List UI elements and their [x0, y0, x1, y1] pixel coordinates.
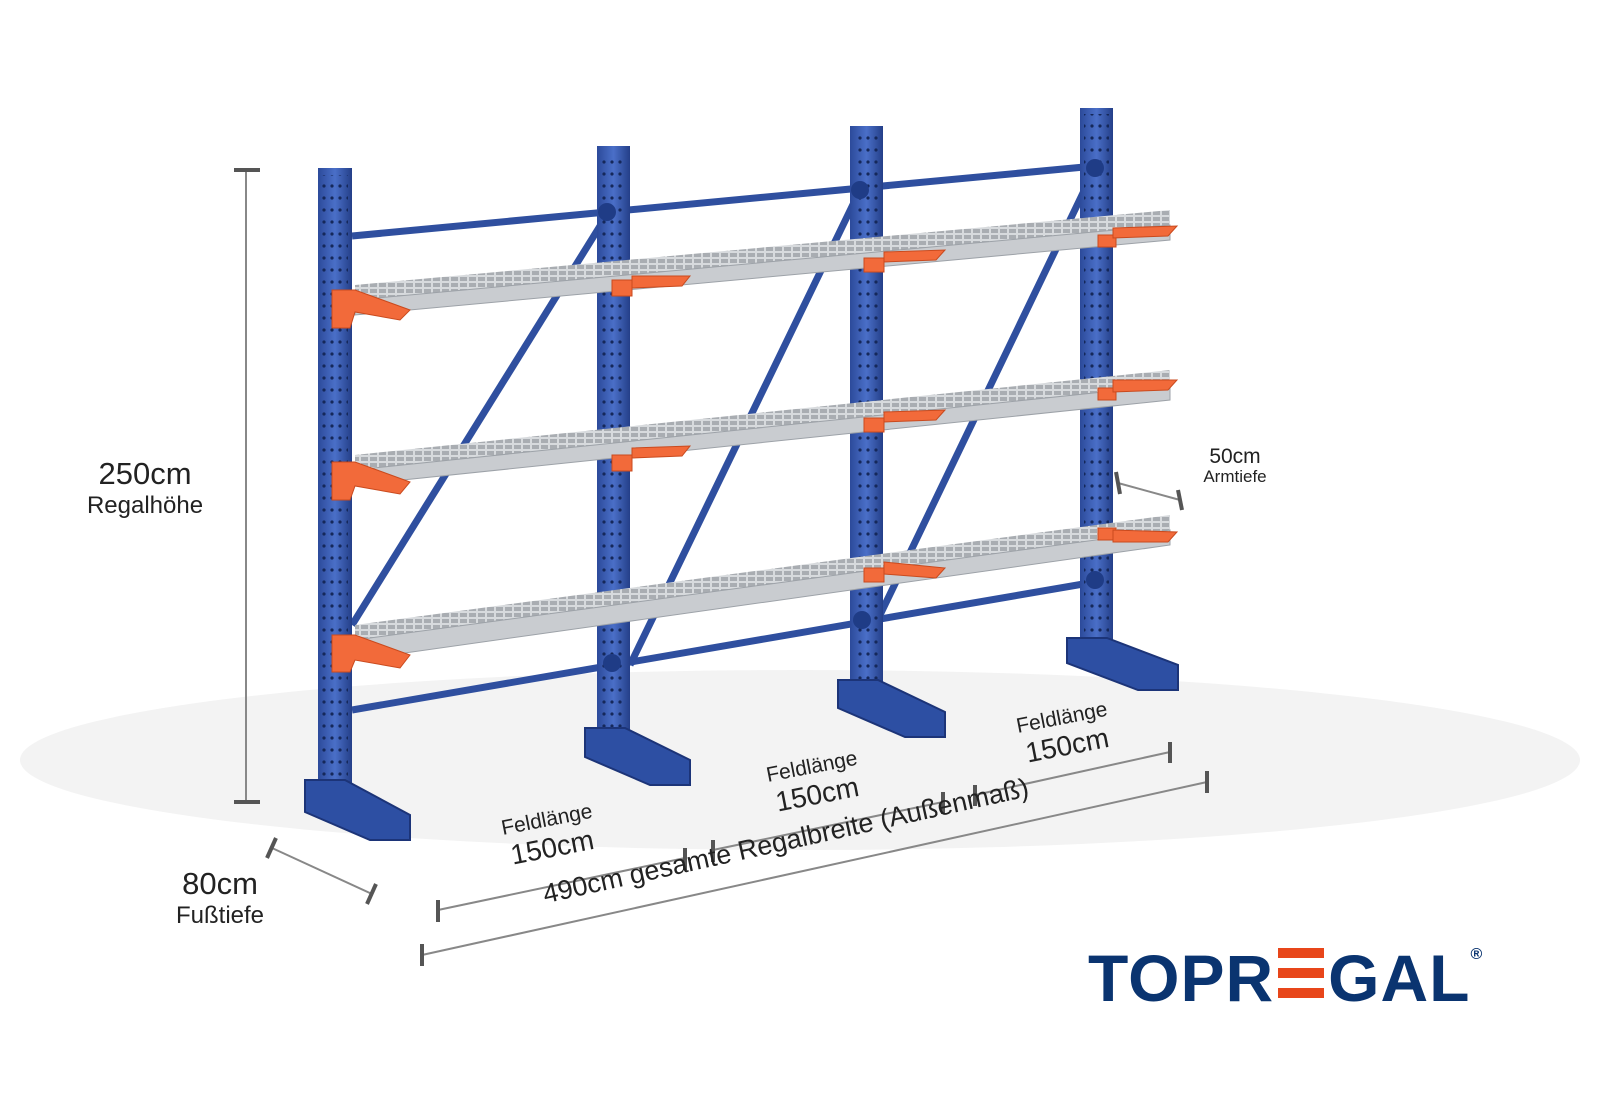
foot-depth-label: Fußtiefe [175, 902, 265, 929]
floor-shadow [20, 670, 1580, 850]
foot-depth-value: 80cm [182, 866, 258, 901]
registered-mark: ® [1470, 946, 1484, 963]
arm-depth-dimension: 50cm Armtiefe [1190, 445, 1280, 487]
dimension-lines [234, 168, 1209, 966]
feet [304, 637, 1179, 841]
foot-depth-dimension: 80cm Fußtiefe [150, 866, 290, 930]
cantilever-arms [331, 225, 1179, 673]
logo-text-b: GAL [1328, 941, 1471, 1015]
shelves [354, 210, 1171, 661]
arm-depth-value: 50cm [1209, 445, 1261, 468]
height-value: 250cm [98, 456, 192, 491]
height-label: Regalhöhe [86, 492, 204, 519]
logo-e-bars [1278, 948, 1325, 998]
logo-text-a: TOPR [1088, 941, 1275, 1015]
topregal-logo: TOPR GAL ® [1088, 940, 1483, 1016]
arm-depth-label: Armtiefe [1203, 467, 1267, 487]
height-dimension: 250cm Regalhöhe [70, 456, 220, 520]
